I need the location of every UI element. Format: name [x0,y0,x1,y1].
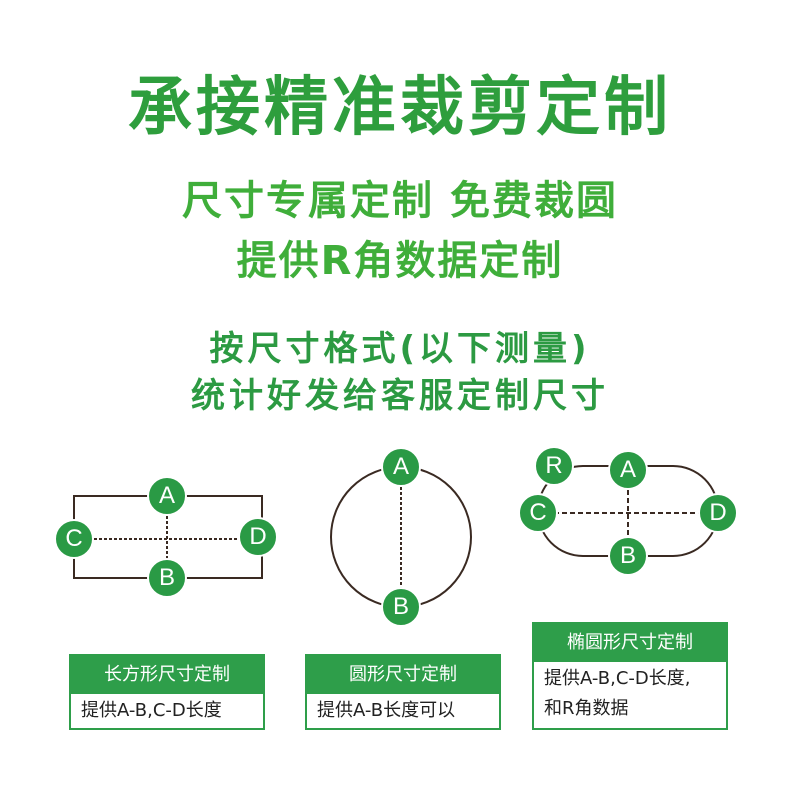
oval-info-desc-line1: 提供A-B,C-D长度, [544,668,691,689]
rect-marker-a: A [147,476,187,516]
instruction-2: 统计好发给客服定制尺寸 [191,376,609,416]
oval-info-desc-line2: 和R角数据 [544,698,629,719]
oval-info-title: 椭圆形尺寸定制 [534,624,726,662]
rectangle-info-box: 长方形尺寸定制 提供A-B,C-D长度 [69,654,265,730]
circle-marker-b: B [381,587,421,627]
oval-marker-r: R [534,446,574,486]
subline-1: 尺寸专属定制 免费裁圆 [182,178,618,224]
circle-marker-a: A [381,447,421,487]
headline: 承接精准裁剪定制 [128,71,672,145]
rect-marker-c: C [54,519,94,559]
rect-marker-b: B [147,558,187,598]
rectangle-info-desc: 提供A-B,C-D长度 [81,700,222,721]
instruction-1: 按尺寸格式(以下测量) [209,329,591,369]
circle-info-title: 圆形尺寸定制 [307,656,499,694]
oval-marker-a: A [608,450,648,490]
oval-marker-b: B [608,536,648,576]
subline-2: 提供R角数据定制 [236,238,564,284]
rect-marker-d: D [238,517,278,557]
rectangle-info-title: 长方形尺寸定制 [71,656,263,694]
circle-info-desc: 提供A-B长度可以 [317,700,456,721]
oval-marker-c: C [518,493,558,533]
oval-info-box: 椭圆形尺寸定制 提供A-B,C-D长度, 和R角数据 [532,622,728,730]
oval-marker-d: D [698,493,738,533]
circle-info-box: 圆形尺寸定制 提供A-B长度可以 [305,654,501,730]
